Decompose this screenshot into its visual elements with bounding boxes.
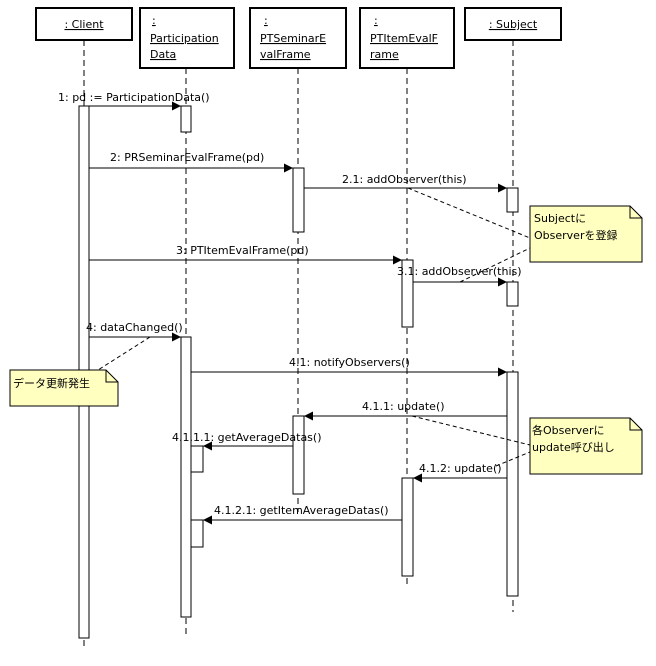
participant-ptitem-label-2: PTItemEvalF xyxy=(370,32,438,45)
participant-ptitem-eval-frame xyxy=(359,7,455,69)
message-label-4-1-2: 4.1.2: update() xyxy=(419,462,502,475)
message-label-4-1-2-1: 4.1.2.1: getItemAverageDatas() xyxy=(214,504,389,517)
participant-ptseminar-eval-frame xyxy=(249,7,347,69)
message-label-3: 3: PTItemEvalFrame(pd) xyxy=(176,244,309,257)
message-label-4-1-1-1: 4.1.1.1: getAverageDatas() xyxy=(172,431,322,444)
activation-subject-2 xyxy=(506,281,519,307)
activation-participation-data-3 xyxy=(190,445,204,473)
message-label-3-1: 3.1: addObserver(this) xyxy=(397,265,522,278)
activation-participation-data-1 xyxy=(180,105,192,133)
note-connector-register-1 xyxy=(407,187,531,239)
participant-ptseminar-label-3: valFrame xyxy=(260,48,311,61)
activation-ptseminar-1 xyxy=(292,167,305,233)
activation-participation-data-4 xyxy=(190,519,204,548)
message-label-4-1: 4.1: notifyObservers() xyxy=(289,356,410,369)
participant-client-label: : Client xyxy=(64,18,104,31)
note-data-update xyxy=(9,369,119,407)
participant-ptseminar-label-2: PTSeminarE xyxy=(260,32,326,45)
participant-participation-data-label-3: Data xyxy=(150,48,176,61)
participant-ptseminar-label-1: : xyxy=(264,14,268,27)
note-register-observer-line-1: Subjectに xyxy=(534,212,586,225)
participant-participation-data-label-1: : xyxy=(152,14,156,27)
message-label-2-1: 2.1: addObserver(this) xyxy=(342,173,467,186)
participant-subject xyxy=(464,7,562,41)
activation-subject-1 xyxy=(506,187,519,213)
note-call-update-line-1: 各Observerに xyxy=(532,423,604,437)
note-connector-data-update xyxy=(97,336,151,371)
activation-participation-data-2 xyxy=(180,336,192,618)
participant-ptitem-label-1: : xyxy=(374,14,378,27)
participant-client xyxy=(35,7,133,41)
note-data-update-line-1: データ更新発生 xyxy=(13,376,90,390)
participant-ptitem-label-3: rame xyxy=(370,48,399,61)
activation-ptitem-1 xyxy=(401,259,414,328)
message-label-1: 1: pd := ParticipationData() xyxy=(58,91,210,104)
participant-participation-data xyxy=(139,7,235,69)
message-label-4: 4: dataChanged() xyxy=(86,321,183,334)
message-label-2: 2: PRSeminarEvalFrame(pd) xyxy=(110,151,264,164)
activation-ptitem-2 xyxy=(401,477,414,577)
note-register-observer xyxy=(529,205,643,263)
activation-ptseminar-2 xyxy=(292,415,305,495)
message-label-4-1-1: 4.1.1: update() xyxy=(362,400,445,413)
participant-subject-label: : Subject xyxy=(489,18,538,31)
participant-participation-data-label-2: Participation xyxy=(150,32,219,45)
note-connector-update-1 xyxy=(411,415,531,446)
note-call-update xyxy=(529,417,643,475)
note-call-update-line-2: update呼び出し xyxy=(532,440,615,454)
activation-subject-3 xyxy=(506,371,519,597)
note-connector-register-2 xyxy=(459,247,531,283)
note-register-observer-line-2: Observerを登録 xyxy=(534,228,617,242)
note-connector-update-2 xyxy=(495,451,531,467)
